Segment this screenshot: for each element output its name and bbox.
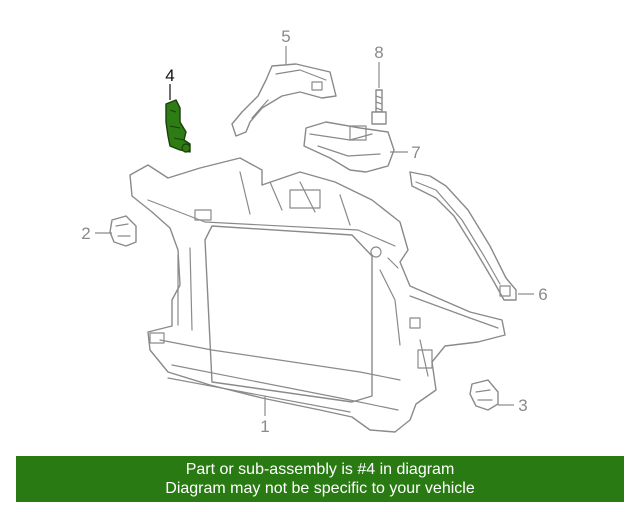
callout-3[interactable]: 3: [518, 396, 527, 415]
callout-4[interactable]: 4: [165, 66, 174, 85]
part-notice-banner: Part or sub-assembly is #4 in diagram Di…: [16, 456, 624, 502]
bolt[interactable]: [371, 89, 387, 125]
callout-2[interactable]: 2: [81, 224, 90, 243]
callout-6[interactable]: 6: [538, 285, 547, 304]
upper-center-bracket[interactable]: [303, 121, 395, 173]
left-clip[interactable]: [109, 215, 137, 247]
right-clip[interactable]: [469, 379, 499, 411]
callout-7[interactable]: 7: [411, 143, 420, 162]
highlighted-part-4[interactable]: [165, 99, 191, 153]
parts-diagram: 4 5 8 7 2 6 3 1: [81, 27, 547, 436]
callout-5[interactable]: 5: [281, 27, 290, 46]
callout-1[interactable]: 1: [260, 417, 269, 436]
notice-line-2: Diagram may not be specific to your vehi…: [165, 480, 475, 497]
callout-8[interactable]: 8: [374, 43, 383, 62]
upper-left-bracket[interactable]: [231, 63, 337, 137]
right-side-bracket[interactable]: [409, 171, 517, 301]
radiator-support-frame[interactable]: [129, 157, 506, 433]
notice-line-1: Part or sub-assembly is #4 in diagram: [185, 461, 455, 478]
